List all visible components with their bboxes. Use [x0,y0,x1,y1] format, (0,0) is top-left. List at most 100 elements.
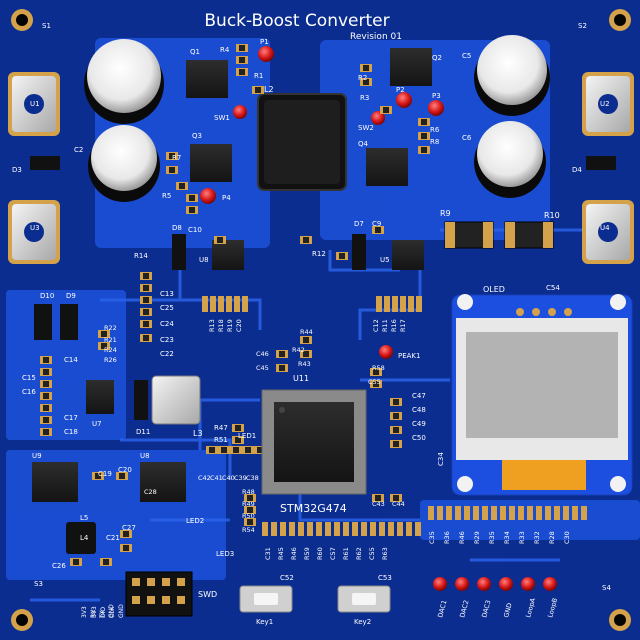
silk-row-u5-label: R16 [390,319,398,332]
swd-pin [177,578,185,586]
silk-misc-label: C45 [256,364,269,372]
test-point[interactable] [433,577,447,591]
capacitor-label: C19 [98,470,112,478]
ic-label-u5: U5 [380,256,390,264]
silk-row-mcu-left-label: C41 [210,474,223,482]
swd-pin-label: TX [99,610,106,619]
silk-row-bottom-label: R46 [290,547,298,560]
capacitor-label: C9 [372,220,381,228]
inductor-l2: L2 [257,85,347,191]
oled-label: OLED [483,285,505,294]
swd-pin [162,578,170,586]
resistor-label: R3 [360,94,369,102]
peak-led-label: PEAK1 [398,352,420,360]
connector-label: U2 [600,100,610,108]
silk-row-bottom-label: C31 [264,547,272,560]
test-point[interactable] [477,577,491,591]
test-point[interactable] [455,577,469,591]
resistor-label: R8 [430,138,439,146]
button-label: Key1 [256,618,273,626]
silk-misc-label: R54 [242,526,255,534]
silk-row-u5-label: C12 [372,319,380,332]
silk-row-bottom-label: R45 [277,547,285,560]
swd-pin-label: RX [90,610,97,618]
capacitor-label: C16 [22,388,36,396]
swd-pin-label: CLK [109,605,116,618]
test-point[interactable] [521,577,535,591]
resistor-label: R12 [312,250,326,258]
diode [172,234,186,270]
connector-label: U3 [30,224,40,232]
probe-label: P4 [222,194,231,202]
silk-misc-label: R24 [104,346,117,354]
inductor-l4-l5: L5 L4 [66,514,96,554]
silk-row-mcu-right-label: C49 [412,420,426,428]
diode-label: D7 [354,220,364,228]
silk-misc-label: R22 [104,324,117,332]
diode [60,304,78,340]
capacitor-label: C24 [160,320,174,328]
swd-pin-label: GND [118,604,125,618]
swd-pin-label: 3V3 [91,606,98,618]
silk-row-mcu-left-label: C38 [246,474,259,482]
silk-row-u6-label: C20 [235,319,243,332]
capacitor-label: C22 [160,350,174,358]
board-title: Buck-Boost Converter [204,11,389,31]
mosfet-label: Q1 [190,48,200,56]
mcu-ref: U11 [293,374,309,383]
mount-hole-label: S1 [42,22,51,30]
silk-misc-label: R50 [242,512,255,520]
inductor-l3: L3 [151,375,203,438]
mcu-label: STM32G474 [280,502,347,515]
capacitor-label: C25 [160,304,174,312]
swd-pin-label: 3V3 [81,606,88,618]
capacitor-label: C15 [22,374,36,382]
ic-label-u8: U8 [140,452,150,460]
silk-row-u6-label: R13 [208,319,216,332]
cap-label-c2: C2 [74,146,83,154]
diode [586,156,616,170]
silk-row-mcu-left-label: C40 [222,474,235,482]
resistor-label: R6 [430,126,440,134]
silk-row-right-label: R32 [533,531,541,544]
test-point[interactable] [543,577,557,591]
inductor-label-l3: L3 [193,429,203,438]
capacitor-label: C10 [188,226,202,234]
ic-label-u6: U8 [199,256,209,264]
swd-label: SWD [198,590,217,599]
silk-row-mcu-right-label: C48 [412,406,426,414]
diode [30,156,60,170]
test-point-label: GND [502,602,514,618]
silk-misc-label: C46 [256,350,269,358]
silk-row-right-label: R33 [518,531,526,544]
silk-row-right-label: R28 [548,531,556,544]
resistor-label: R7 [172,154,181,162]
test-point[interactable] [499,577,513,591]
button-cap-label: C53 [378,574,392,582]
silk-row-mcu-left-label: C42 [198,474,211,482]
resistor-label-r9: R9 [440,209,451,218]
silk-row-right-label: R34 [503,531,511,544]
capacitor-label: C13 [160,290,174,298]
swd-pin [177,596,185,604]
resistor-label: R4 [220,46,230,54]
capacitor-label: C20 [118,466,132,474]
silk-row-u6-label: R18 [217,319,225,332]
cap-label-c5: C5 [462,52,471,60]
capacitor-label: C18 [64,428,78,436]
board-revision: Revision 01 [350,32,402,42]
button-cap-label: C52 [280,574,294,582]
swd-pin-label: DIO [100,607,107,618]
led1-label: LED1 [238,432,256,440]
resistor-label: R14 [134,252,148,260]
switch-label-sw1: SW1 [214,114,230,122]
diode-label: D8 [172,224,182,232]
capacitor-label: C23 [160,336,174,344]
resistor-label: R1 [254,72,263,80]
silk-misc-label: R42 [292,346,305,354]
